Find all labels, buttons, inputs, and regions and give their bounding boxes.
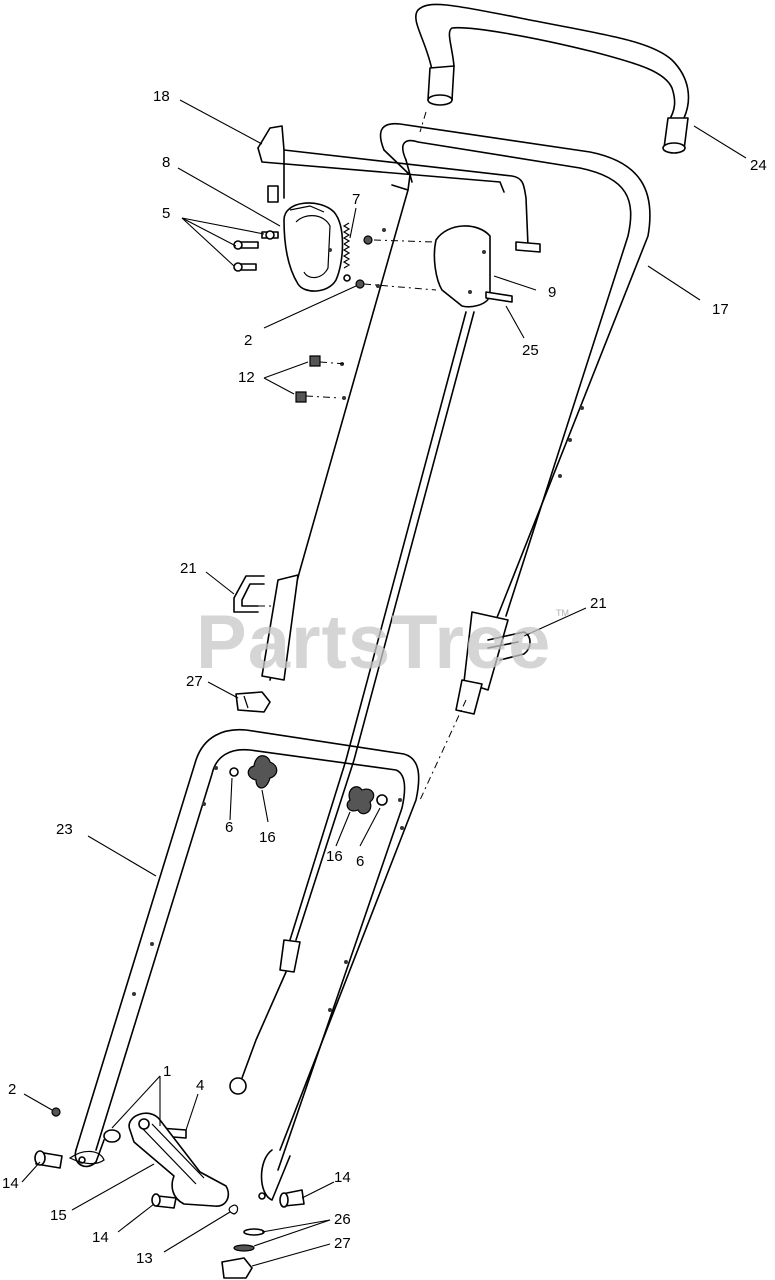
callout-7: 7	[352, 191, 360, 208]
callout-21-right: 21	[590, 595, 607, 612]
watermark: PartsTree TM	[196, 600, 569, 685]
callout-2-upper: 2	[244, 332, 252, 349]
callout-24: 24	[750, 157, 767, 174]
nuts-2-upper	[355, 235, 373, 289]
callout-26: 26	[334, 1211, 351, 1228]
upper-handle-17	[261, 122, 651, 715]
knob-16-left	[229, 755, 278, 789]
washers-26	[233, 1228, 265, 1252]
grip-handle-24	[415, 3, 690, 154]
screws-5	[233, 230, 279, 272]
callout-23: 23	[56, 821, 73, 838]
callout-9: 9	[548, 284, 556, 301]
callout-15: 15	[50, 1207, 67, 1224]
callout-17: 17	[712, 301, 729, 318]
control-bail-18	[257, 125, 541, 253]
callout-14-right: 14	[334, 1169, 351, 1186]
callout-12: 12	[238, 369, 255, 386]
assembly-lines	[258, 111, 467, 801]
callout-6-left: 6	[225, 819, 233, 836]
callout-27-upper: 27	[186, 673, 203, 690]
clip-13	[228, 1204, 239, 1215]
callout-16-left: 16	[259, 829, 276, 846]
callout-labels: 1 2 2 4 5 6 6 7 8 9 12 13 14 14 14 15 16…	[2, 88, 767, 1267]
bolts-12	[295, 355, 321, 403]
control-housing-8	[283, 202, 344, 292]
cable-plate-9	[433, 225, 513, 308]
watermark-text: PartsTree	[196, 600, 551, 685]
callout-1: 1	[163, 1063, 171, 1080]
pivot-hardware	[34, 1107, 187, 1169]
watermark-tm: TM	[556, 608, 569, 618]
callout-18: 18	[153, 88, 170, 105]
callout-8: 8	[162, 154, 170, 171]
callout-14-bottom: 14	[92, 1229, 109, 1246]
lower-handle-23	[74, 728, 420, 1201]
clip-27-upper	[235, 691, 271, 713]
u-bolt-21-left	[233, 575, 265, 613]
callout-25: 25	[522, 342, 539, 359]
callout-21-left: 21	[180, 560, 197, 577]
spring-7	[342, 222, 351, 282]
control-cable	[229, 311, 475, 1095]
callout-6-right: 6	[356, 853, 364, 870]
clip-27-lower	[221, 1257, 253, 1279]
callout-14-left: 14	[2, 1175, 19, 1192]
pins-14-lower	[151, 1189, 305, 1209]
leader-lines	[21, 99, 747, 1267]
callout-4: 4	[196, 1077, 204, 1094]
callout-16-right: 16	[326, 848, 343, 865]
knob-16-right	[346, 786, 388, 815]
callout-27-lower: 27	[334, 1235, 351, 1252]
callout-5: 5	[162, 205, 170, 222]
callout-13: 13	[136, 1250, 153, 1267]
u-bolt-21-right	[487, 631, 531, 661]
adjust-lever-15	[128, 1112, 230, 1207]
callout-2-lower: 2	[8, 1081, 16, 1098]
